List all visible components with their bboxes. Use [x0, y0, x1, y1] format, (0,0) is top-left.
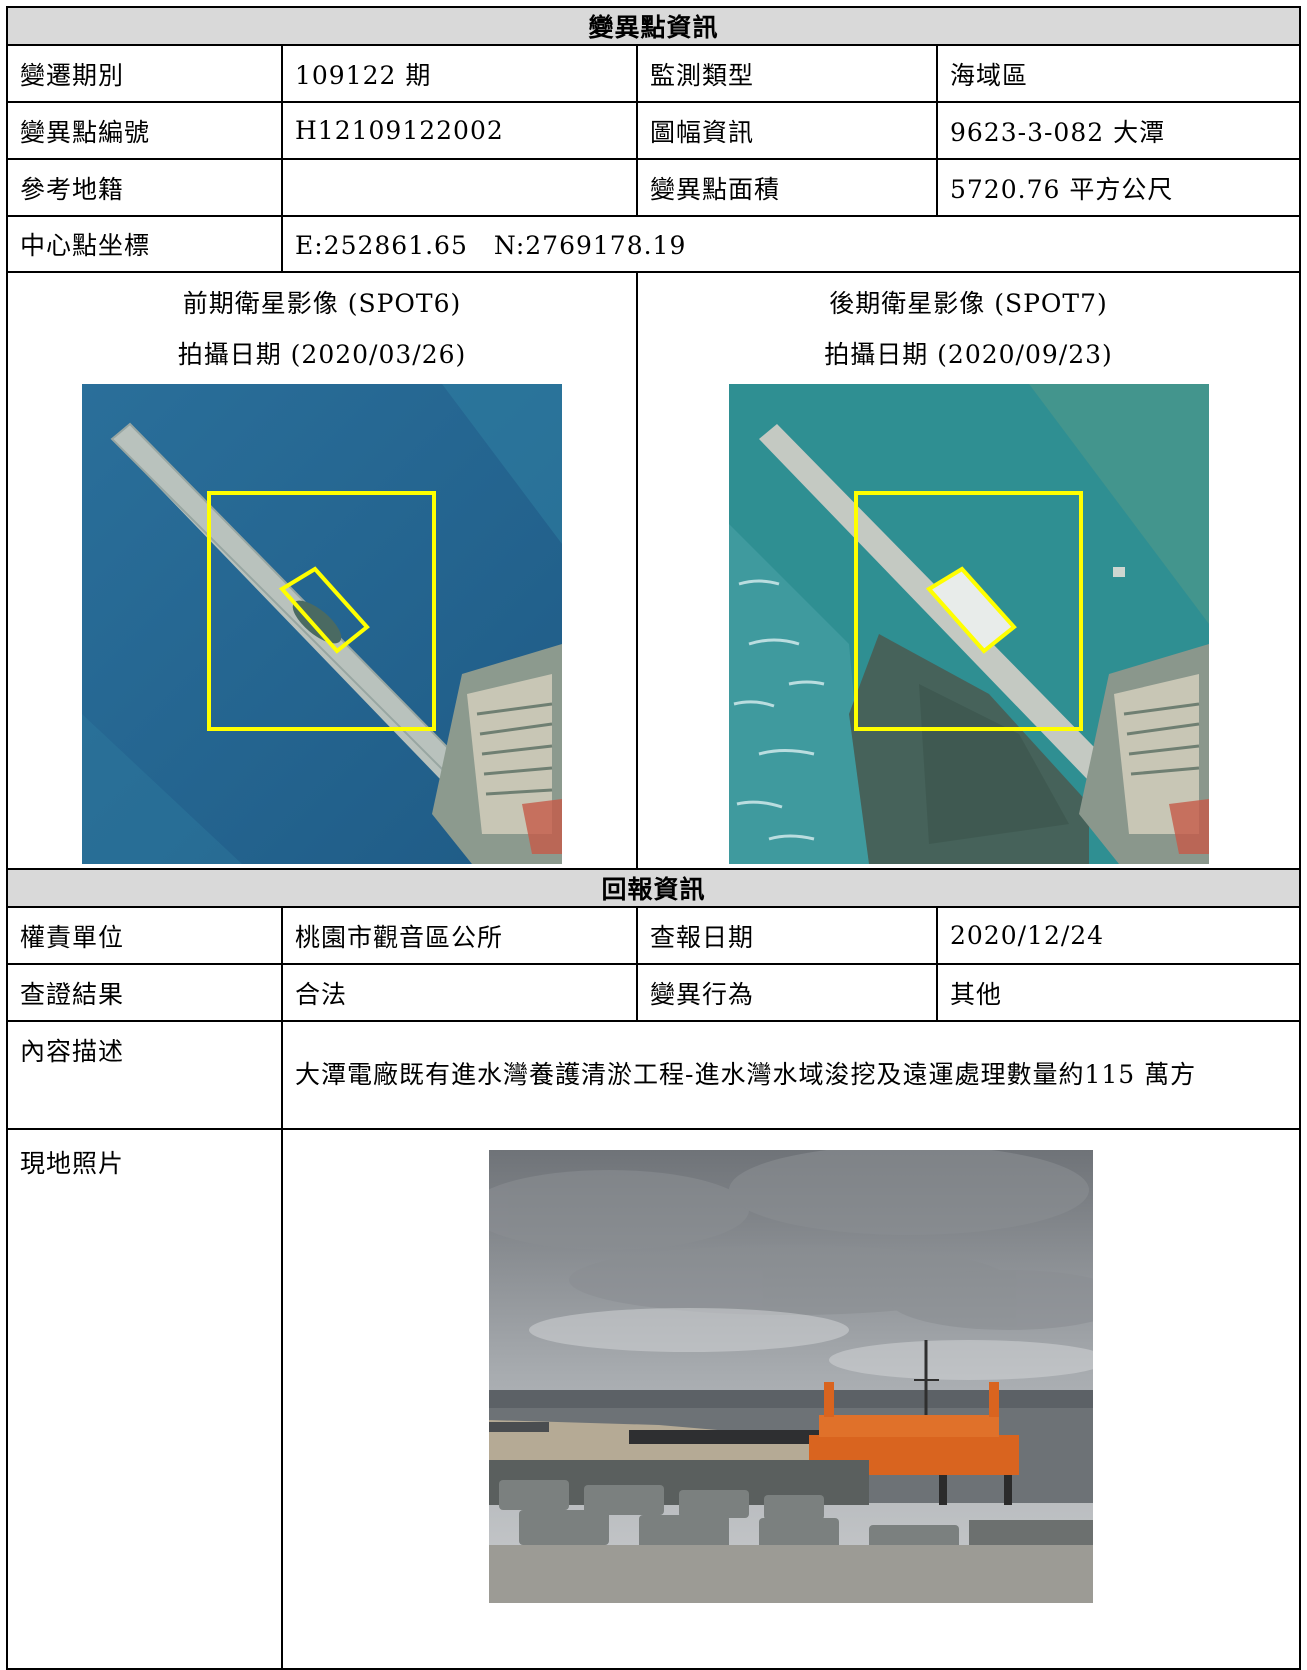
before-image-title: 前期衛星影像 (SPOT6): [182, 288, 462, 318]
verify-result-label: 查證結果: [6, 963, 283, 1022]
cadastre-value: [281, 158, 638, 217]
description-value: 大潭電廠既有進水灣養護清淤工程-進水灣水域浚挖及遠運處理數量約115 萬方: [281, 1020, 1301, 1130]
period-value: 109122 期: [281, 44, 638, 103]
section-title-report-info: 回報資訊: [6, 868, 1301, 908]
period-label: 變遷期別: [6, 44, 283, 103]
report-date-label: 查報日期: [636, 906, 938, 965]
responsible-unit-label: 權責單位: [6, 906, 283, 965]
change-behavior-value: 其他: [936, 963, 1301, 1022]
site-photo-cell: [281, 1128, 1301, 1670]
area-value: 5720.76 平方公尺: [936, 158, 1301, 217]
area-label: 變異點面積: [636, 158, 938, 217]
cadastre-label: 參考地籍: [6, 158, 283, 217]
before-image-cell: 前期衛星影像 (SPOT6) 拍攝日期 (2020/03/26): [6, 271, 638, 870]
description-label: 內容描述: [6, 1020, 283, 1130]
monitor-type-value: 海域區: [936, 44, 1301, 103]
change-behavior-label: 變異行為: [636, 963, 938, 1022]
after-satellite-image: [728, 383, 1209, 864]
report-date-value: 2020/12/24: [936, 906, 1301, 965]
site-photo-label: 現地照片: [6, 1128, 283, 1670]
section-title-change-info: 變異點資訊: [6, 6, 1301, 46]
center-coord-label: 中心點坐標: [6, 215, 283, 273]
responsible-unit-value: 桃園市觀音區公所: [281, 906, 638, 965]
before-image-date: 拍攝日期 (2020/03/26): [177, 339, 467, 369]
after-image-date: 拍攝日期 (2020/09/23): [824, 339, 1113, 369]
change-id-value: H12109122002: [281, 101, 638, 160]
verify-result-value: 合法: [281, 963, 638, 1022]
change-point-report: 變異點資訊 變遷期別 109122 期 監測類型 海域區 變異點編號 H1210…: [6, 6, 1301, 1670]
after-image-cell: 後期衛星影像 (SPOT7) 拍攝日期 (2020/09/23): [636, 271, 1301, 870]
center-coord-value: E:252861.65 N:2769178.19: [281, 215, 1301, 273]
change-id-label: 變異點編號: [6, 101, 283, 160]
site-photo: [489, 1150, 1093, 1603]
monitor-type-label: 監測類型: [636, 44, 938, 103]
report-table: 變異點資訊 變遷期別 109122 期 監測類型 海域區 變異點編號 H1210…: [6, 6, 1301, 1670]
map-sheet-value: 9623-3-082 大潭: [936, 101, 1301, 160]
before-satellite-image: [82, 383, 562, 864]
map-sheet-label: 圖幅資訊: [636, 101, 938, 160]
after-image-title: 後期衛星影像 (SPOT7): [829, 288, 1108, 318]
